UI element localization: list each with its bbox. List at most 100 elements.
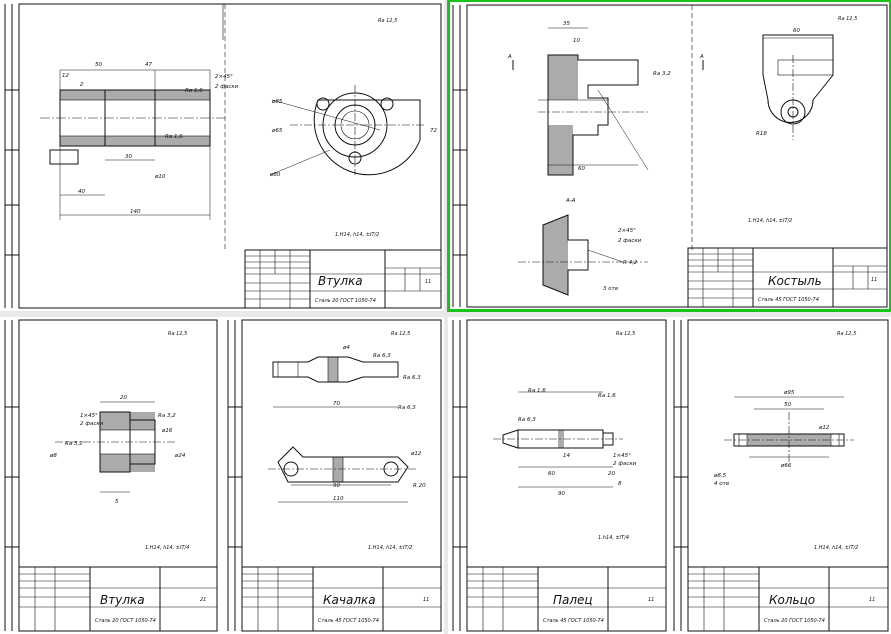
palets-material: Сталь 45 ГОСТ 1050-74 [543, 618, 604, 624]
dim-r20: R 20 [413, 483, 426, 489]
palets-roughness: Ra 12,5 [616, 331, 635, 337]
vtulka-1-sheet-no: 11 [425, 279, 431, 285]
dim-140: 140 [130, 209, 141, 215]
dim-r42: R 4,2 [623, 260, 638, 266]
kostyl-roughness: Ra 12,5 [838, 16, 857, 22]
dim-20: 20 [120, 395, 127, 401]
drawing-sheet-vtulka-2[interactable]: Втулка Сталь 20 ГОСТ 1050-74 Ra 12,5 1.H… [0, 317, 220, 634]
dim-35: 35 [563, 21, 570, 27]
dim-8: 8 [618, 481, 622, 487]
kachalka-sheet-no: 11 [423, 597, 429, 603]
dim-ra-3: Ra 1,6 [598, 393, 616, 399]
dim-chamfer: 1×45° [80, 413, 98, 419]
dim-ra-2: Ra 6,3 [403, 375, 421, 381]
dim-r18: R18 [756, 131, 767, 137]
dim-w: ø4 [342, 345, 350, 351]
dim-50: 50 [784, 402, 791, 408]
dim-40: 40 [78, 189, 85, 195]
section-label: А-А [565, 198, 576, 204]
dim-hole-small: ø8,5 [713, 473, 727, 479]
kostyl-drawing: Костыль Сталь 45 ГОСТ 1050-74 Ra 12,5 1.… [452, 4, 888, 308]
kachalka-roughness: Ra 12,5 [391, 331, 410, 337]
dim-60: 60 [578, 166, 585, 172]
vtulka-1-drawing: Втулка Сталь 20 ГОСТ 1050-74 Ra 12,5 1.H… [4, 3, 442, 309]
vtulka-2-sheet-no: 21 [200, 597, 206, 603]
drawing-sheet-kostyl[interactable]: Костыль Сталь 45 ГОСТ 1050-74 Ra 12,5 1.… [447, 0, 891, 312]
dim-fl-65: ø65 [271, 128, 283, 134]
kachalka-title: Качалка [323, 593, 376, 607]
dim-d8: ø8 [49, 453, 57, 459]
vtulka-2-drawing: Втулка Сталь 20 ГОСТ 1050-74 Ra 12,5 1.H… [4, 319, 218, 632]
dim-90: 90 [558, 491, 565, 497]
dim-hole: ø12 [818, 425, 830, 431]
dim-chamfer: 1×45° [613, 453, 631, 459]
koltso-material: Сталь 20 ГОСТ 1050-74 [764, 618, 825, 624]
dim-hole: ø10 [154, 174, 166, 180]
koltso-roughness: Ra 12,5 [837, 331, 856, 337]
dim-14: 14 [563, 453, 570, 459]
dim-ra-2: Ra 1,6 [165, 134, 183, 140]
dim-holes: 4 отв [714, 481, 729, 487]
koltso-drawing: Кольцо Сталь 20 ГОСТ 1050-74 Ra 12,5 1.H… [673, 319, 889, 632]
dim-2: 2 [80, 82, 84, 88]
dim-chamfer-count: 2 фаски [80, 421, 104, 427]
dim-fl-85: ø85 [271, 99, 283, 105]
koltso-sheet-no: 11 [869, 597, 875, 603]
vtulka-1-material: Сталь 20 ГОСТ 1050-74 [315, 298, 376, 304]
drawing-sheet-kachalka[interactable]: Качалка Сталь 45 ГОСТ 1050-74 Ra 12,5 1.… [223, 317, 444, 634]
dim-ra-1: Ra 6,3 [373, 353, 391, 359]
vtulka-1-roughness: Ra 12,5 [378, 18, 397, 24]
dim-chamfer-count: 2 фаски [215, 84, 239, 90]
dim-ra-1: Ra 1,6 [528, 388, 546, 394]
arrow-a-left: А [507, 54, 512, 60]
palets-sheet-no: 11 [648, 597, 654, 603]
dim-5: 5 [115, 499, 119, 505]
dim-chamfer-count: 2 фаски [618, 238, 642, 244]
vtulka-2-note: 1.H14, h14, ±IT/4 [145, 545, 189, 551]
vtulka-2-material: Сталь 20 ГОСТ 1050-74 [95, 618, 156, 624]
dim-10: 10 [573, 38, 580, 44]
vtulka-2-roughness: Ra 12,5 [168, 331, 187, 337]
kostyl-sheet-no: 11 [871, 277, 877, 283]
dim-ra: Ra 3,2 [653, 71, 671, 77]
dim-110: 110 [333, 496, 344, 502]
arrow-a-right: А [699, 54, 704, 60]
dim-d66: ø66 [780, 463, 792, 469]
dim-90: 90 [333, 483, 340, 489]
dim-70: 70 [333, 401, 340, 407]
kostyl-note: 1.H14, h14, ±IT/2 [748, 218, 792, 224]
dim-ra-1: Ra 1,6 [185, 88, 203, 94]
dim-chamfer: 2×45° [215, 74, 233, 80]
kachalka-note: 1.H14, h14, ±IT/2 [368, 545, 412, 551]
koltso-title: Кольцо [769, 593, 815, 607]
kostyl-material: Сталь 45 ГОСТ 1050-74 [758, 297, 819, 303]
dim-fl-80: ø80 [269, 172, 281, 178]
palets-title: Палец [553, 593, 593, 607]
kostyl-title: Костыль [768, 274, 822, 288]
dim-50: 50 [95, 62, 102, 68]
drawing-sheet-palets[interactable]: Палец Сталь 45 ГОСТ 1050-74 Ra 12,5 1.h1… [448, 317, 669, 634]
dim-d24: ø24 [174, 453, 186, 459]
dim-ra-1: Ra 3,2 [158, 413, 176, 419]
dim-ra-2: Ra 6,3 [518, 417, 536, 423]
dim-30: 30 [125, 154, 132, 160]
dim-d16: ø16 [161, 428, 173, 434]
dim-hole: ø12 [410, 451, 422, 457]
koltso-note: 1.H14, h14, ±IT/2 [814, 545, 858, 551]
vtulka-1-note: 1.H14, h14, ±IT/2 [335, 232, 379, 238]
dim-60: 60 [548, 471, 555, 477]
kachalka-drawing: Качалка Сталь 45 ГОСТ 1050-74 Ra 12,5 1.… [227, 319, 442, 632]
kachalka-material: Сталь 45 ГОСТ 1050-74 [318, 618, 379, 624]
vtulka-2-title: Втулка [100, 593, 145, 607]
palets-note: 1.h14, ±IT/4 [598, 535, 629, 541]
drawing-sheet-koltso[interactable]: Кольцо Сталь 20 ГОСТ 1050-74 Ra 12,5 1.H… [669, 317, 891, 634]
vtulka-1-title: Втулка [318, 274, 363, 288]
palets-drawing: Палец Сталь 45 ГОСТ 1050-74 Ra 12,5 1.h1… [452, 319, 667, 632]
dim-fl-72: 72 [430, 128, 437, 134]
dim-d95: ø95 [783, 390, 795, 396]
dim-chamfer-count: 2 фаски [613, 461, 637, 467]
dim-side-60: 60 [793, 28, 800, 34]
dim-ra-3: Ra 6,3 [398, 405, 416, 411]
dim-12: 12 [62, 73, 69, 79]
drawing-sheet-vtulka-1[interactable]: Втулка Сталь 20 ГОСТ 1050-74 Ra 12,5 1.H… [0, 0, 444, 311]
